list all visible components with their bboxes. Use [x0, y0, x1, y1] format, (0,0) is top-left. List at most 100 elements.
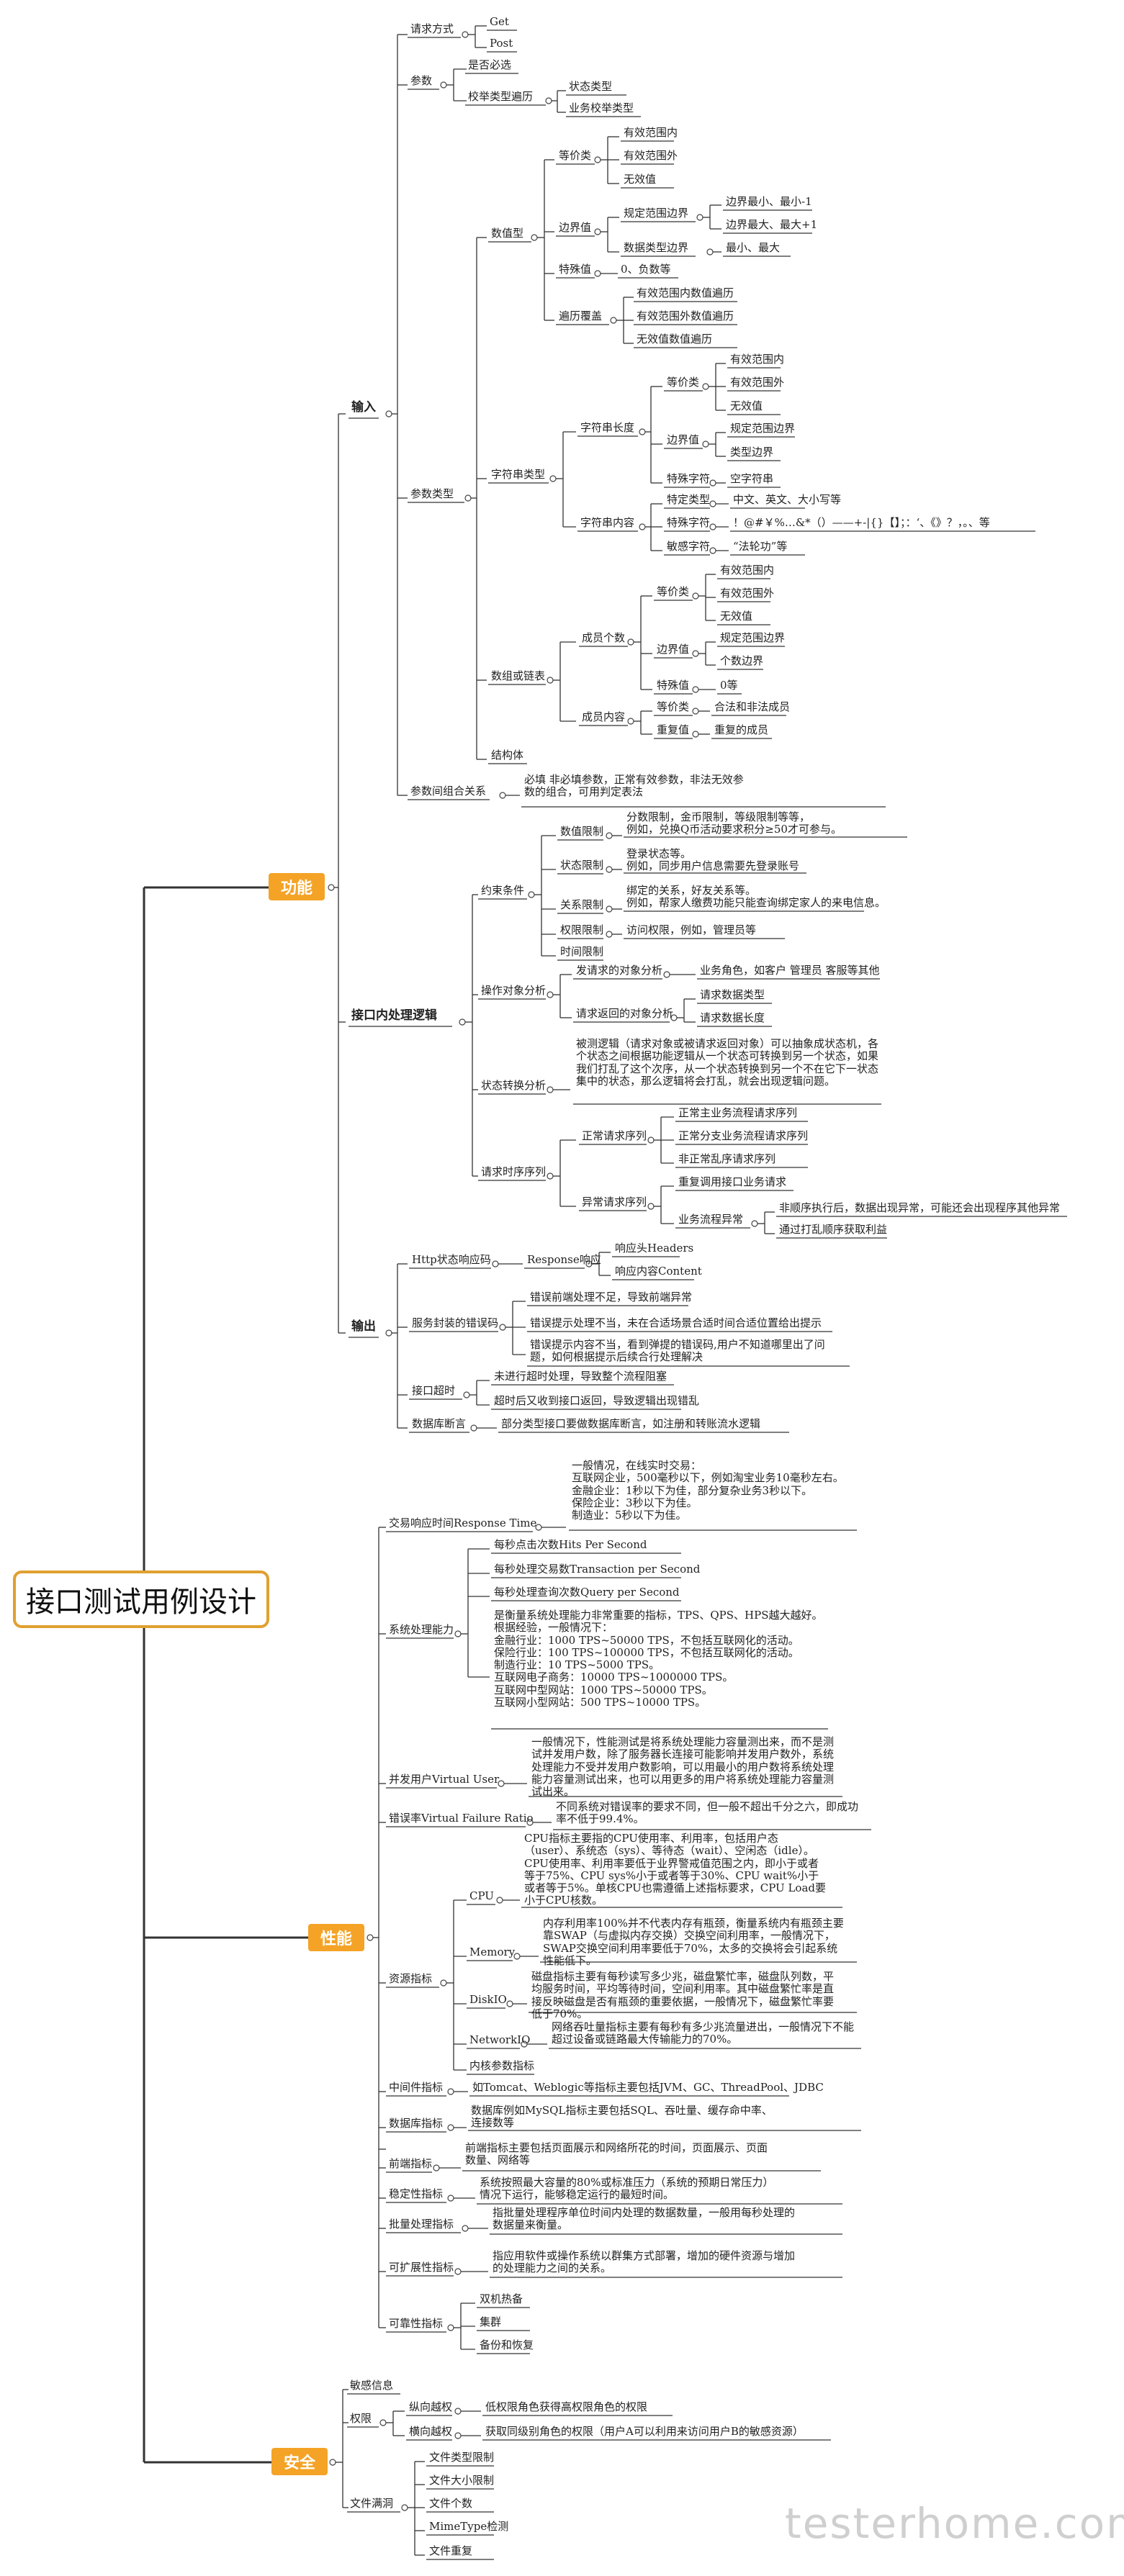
frontend-desc[interactable]: 前端指标主要包括页面展示和网络所花的时间，页面展示、页面数量、网络等 [465, 2141, 768, 2167]
throughput-item[interactable]: 每秒点击次数Hits Per Second [494, 1538, 647, 1551]
db-break-node[interactable]: 数据库断言 [412, 1417, 467, 1430]
output-node[interactable]: 输出 [351, 1319, 376, 1334]
repeat-call[interactable]: 重复调用接口业务请求 [678, 1175, 787, 1188]
equiv-item[interactable]: 有效范围外 [624, 149, 678, 162]
equiv-node[interactable]: 等价类 [559, 149, 592, 162]
str-equiv-item[interactable]: 有效范围外 [730, 376, 785, 389]
diskio-desc[interactable]: 磁盘指标主要有每秒读写多少兆，磁盘繁忙率，磁盘队列数，平均服务时间，平均等待时间… [531, 1970, 835, 2020]
arr-special[interactable]: 特殊值 [657, 679, 690, 692]
seq-item[interactable]: 正常主业务流程请求序列 [678, 1106, 798, 1119]
state-type-node[interactable]: 状态类型 [569, 80, 613, 93]
boundary-node[interactable]: 边界值 [559, 221, 592, 234]
upload-item[interactable]: 文件重复 [429, 2544, 473, 2557]
http-code-node[interactable]: Http状态响应码 [412, 1253, 491, 1266]
combo-node[interactable]: 参数间组合关系 [410, 785, 487, 797]
str-content-item[interactable]: 特定类型 [667, 493, 711, 506]
str-content-node[interactable]: 字符串内容 [580, 516, 635, 529]
scalability-desc[interactable]: 指应用软件或操作系统以群集方式部署，增加的硬件资源与增加的处理能力之间的关系。 [493, 2249, 796, 2275]
param-node[interactable]: 参数 [410, 74, 433, 87]
req-obj-desc[interactable]: 业务角色，如客户 管理员 客服等其他 [700, 964, 880, 977]
str-spec-bound[interactable]: 规定范围边界 [730, 422, 796, 435]
empty-string[interactable]: 空字符串 [730, 472, 774, 485]
reliability-node[interactable]: 可靠性指标 [389, 2317, 444, 2330]
reliability-item[interactable]: 双机热备 [480, 2292, 523, 2305]
resource-node[interactable]: 资源指标 [389, 1972, 433, 1985]
resp-time-desc[interactable]: 一般情况，在线实时交易： 互联网企业，500毫秒以下，例如淘宝业务10毫秒左右。… [572, 1459, 844, 1522]
throughput-node[interactable]: 系统处理能力 [389, 1623, 454, 1636]
cpu-node[interactable]: CPU [469, 1889, 494, 1902]
arr-equiv-item[interactable]: 无效值 [720, 610, 753, 623]
str-boundary-node[interactable]: 边界值 [667, 433, 700, 446]
timeout-2[interactable]: 超时后又收到接口返回，导致逻辑出现错乱 [494, 1394, 700, 1407]
value-limit[interactable]: 数值限制 [560, 825, 604, 838]
upload-item[interactable]: 文件大小限制 [429, 2474, 495, 2487]
str-type-bound[interactable]: 类型边界 [730, 446, 774, 458]
arr-equiv-item[interactable]: 有效范围外 [720, 587, 775, 600]
str-special-node[interactable]: 特殊字符 [667, 472, 711, 485]
seq-item[interactable]: 非正常乱序请求序列 [678, 1152, 776, 1165]
permission-node[interactable]: 权限 [350, 2412, 372, 2425]
category-function[interactable]: 功能 [269, 873, 325, 900]
str-content-item[interactable]: 敏感字符 [667, 540, 711, 553]
operate-obj-node[interactable]: 操作对象分析 [481, 984, 547, 997]
horizontal-desc[interactable]: 获取同级别角色的权限（用户A可以利用来访问用户B的敏感资源） [485, 2425, 804, 2438]
str-content-value[interactable]: “法轮功”等 [733, 540, 788, 553]
err-item[interactable]: 错误提示处理不当，未在合适场景合适时间合适位置给出提示 [530, 1316, 822, 1329]
batch-desc[interactable]: 指批量处理程序单位时间内处理的数据数量，一般用每秒处理的数据量来衡量。 [493, 2206, 796, 2232]
biz-abn[interactable]: 业务流程异常 [678, 1213, 744, 1226]
arr-boundary[interactable]: 边界值 [657, 643, 690, 656]
equiv-item[interactable]: 有效范围内 [624, 126, 678, 139]
sensitive-node[interactable]: 敏感信息 [350, 2379, 394, 2392]
data-type-boundary[interactable]: 数据类型边界 [624, 241, 689, 254]
vuser-node[interactable]: 并发用户Virtual User [389, 1773, 500, 1786]
reliability-item[interactable]: 备份和恢复 [480, 2338, 534, 2351]
ret-obj[interactable]: 请求返回的对象分析 [576, 1007, 674, 1020]
string-node[interactable]: 字符串类型 [491, 468, 546, 481]
str-content-item[interactable]: 特殊字符 [667, 516, 711, 529]
fail-ratio-node[interactable]: 错误率Virtual Failure Ratio [389, 1812, 534, 1825]
relation-limit-desc[interactable]: 绑定的关系，好友关系等。 例如，帮家人缴费功能只能查询绑定家人的来电信息。 [626, 884, 886, 910]
traverse-item[interactable]: 有效范围内数值遍历 [637, 286, 734, 299]
scalability-node[interactable]: 可扩展性指标 [389, 2261, 454, 2274]
traverse-item[interactable]: 有效范围外数值遍历 [637, 309, 734, 322]
value-limit-desc[interactable]: 分数限制，金币限制，等级限制等等， 例如，兑换Q币活动要求积分≥50才可参与。 [626, 810, 842, 836]
fail-ratio-desc[interactable]: 不同系统对错误率的要求不同，但一般不超出千分之六，即成功率不低于99.4%。 [556, 1800, 859, 1826]
ret-data-len[interactable]: 请求数据长度 [700, 1011, 765, 1024]
mc-equiv[interactable]: 等价类 [657, 700, 690, 713]
database-desc[interactable]: 数据库例如MySQL指标主要包括SQL、吞吐量、缓存命中率、连接数等 [471, 2104, 773, 2130]
err-code-node[interactable]: 服务封装的错误码 [412, 1316, 499, 1329]
db-break-desc[interactable]: 部分类型接口要做数据库断言，如注册和转账流水逻辑 [501, 1417, 761, 1430]
batch-node[interactable]: 批量处理指标 [389, 2218, 454, 2231]
seq-item[interactable]: 正常分支业务流程请求序列 [678, 1129, 809, 1142]
str-len-node[interactable]: 字符串长度 [580, 421, 635, 434]
network-desc[interactable]: 网络吞吐量指标主要有每秒有多少兆流量进出，一般情况下不能超过设备或链路最大传输能… [552, 2020, 855, 2046]
special-node[interactable]: 特殊值 [559, 263, 592, 276]
vertical-desc[interactable]: 低权限角色获得高权限角色的权限 [485, 2400, 648, 2413]
str-content-value[interactable]: 中文、英文、大小写等 [733, 493, 842, 506]
abn-seq[interactable]: 异常请求序列 [582, 1196, 647, 1208]
arr-spec-bound[interactable]: 规定范围边界 [720, 631, 786, 644]
input-node[interactable]: 输入 [351, 400, 376, 415]
kernel-node[interactable]: 内核参数指标 [469, 2059, 535, 2072]
mc-repeat-member[interactable]: 重复的成员 [714, 723, 769, 736]
mc-legal[interactable]: 合法和非法成员 [714, 700, 791, 713]
equiv-item[interactable]: 无效值 [624, 173, 657, 186]
str-equiv-item[interactable]: 有效范围内 [730, 353, 785, 366]
timeout-node[interactable]: 接口超时 [412, 1384, 456, 1397]
horizontal-node[interactable]: 横向越权 [409, 2425, 453, 2438]
numeric-node[interactable]: 数值型 [491, 227, 524, 240]
biz-abn-2[interactable]: 通过打乱顺序获取利益 [779, 1223, 888, 1236]
traverse-item[interactable]: 无效值数值遍历 [637, 333, 713, 345]
mc-repeat[interactable]: 重复值 [657, 723, 690, 736]
state-limit[interactable]: 状态限制 [560, 859, 604, 872]
err-item[interactable]: 错误前端处理不足，导致前端异常 [530, 1291, 693, 1303]
spec-range-boundary[interactable]: 规定范围边界 [624, 207, 689, 220]
database-node[interactable]: 数据库指标 [389, 2117, 444, 2130]
stability-desc[interactable]: 系统按照最大容量的80%或标准压力（系统的预期日常压力）情况下运行，能够稳定运行… [480, 2176, 774, 2202]
upload-node[interactable]: 文件满洞 [350, 2497, 394, 2510]
perm-limit[interactable]: 权限限制 [560, 923, 604, 936]
arr-equiv[interactable]: 等价类 [657, 585, 690, 598]
zero-neg[interactable]: 0、负数等 [621, 263, 671, 276]
middleware-desc[interactable]: 如Tomcat、Weblogic等指标主要包括JVM、GC、ThreadPool… [472, 2081, 824, 2094]
memory-node[interactable]: Memory [469, 1945, 516, 1958]
